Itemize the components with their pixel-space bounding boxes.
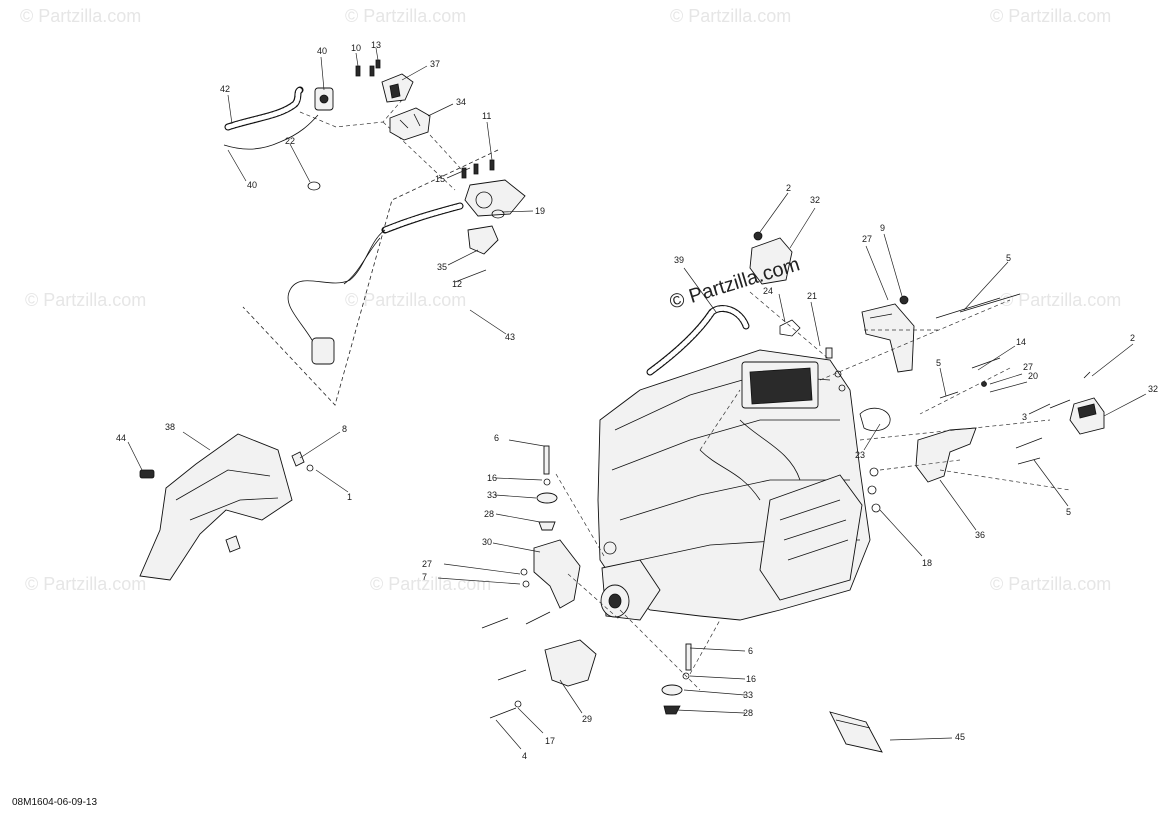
callout-16-bottom: 16	[746, 674, 756, 684]
assembly-outline-43b	[242, 149, 499, 406]
alignment-lines	[555, 291, 1071, 691]
callout-37: 37	[430, 59, 440, 69]
callout-1: 1	[347, 492, 352, 502]
diagram-code: 08M1604-06-09-13	[12, 797, 98, 808]
callout-15: 15	[435, 174, 445, 184]
callout-21: 21	[807, 291, 817, 301]
housing-34	[389, 107, 431, 141]
callout-14: 14	[1016, 337, 1026, 347]
bracket-38	[139, 433, 314, 581]
callout-11: 11	[482, 111, 491, 121]
callout-6-left: 6	[494, 433, 499, 443]
watermark: © Partzilla.com	[1000, 290, 1121, 310]
callout-3: 3	[1022, 412, 1027, 422]
watermark: © Partzilla.com	[670, 6, 791, 26]
callout-18: 18	[922, 558, 932, 568]
watermark: © Partzilla.com	[990, 574, 1111, 594]
callout-32-right: 32	[1148, 384, 1158, 394]
watermark: © Partzilla.com	[345, 6, 466, 26]
watermark: © Partzilla.com	[20, 6, 141, 26]
bolt-set-right	[753, 231, 1091, 465]
bracket-36	[915, 427, 977, 483]
callout-24: 24	[763, 286, 773, 296]
callout-22: 22	[285, 136, 295, 146]
callout-40-bottom: 40	[247, 180, 257, 190]
callout-5-right: 5	[1066, 507, 1071, 517]
callout-30: 30	[482, 537, 492, 547]
bracket-37	[381, 73, 414, 103]
clamp-22	[307, 181, 321, 191]
callout-38: 38	[165, 422, 175, 432]
callout-2-right: 2	[1130, 333, 1135, 343]
callout-34: 34	[456, 97, 466, 107]
watermark: © Partzilla.com	[345, 290, 466, 310]
callout-5-top: 5	[1006, 253, 1011, 263]
callout-29: 29	[582, 714, 592, 724]
callout-23: 23	[855, 450, 865, 460]
callout-20: 20	[1028, 371, 1038, 381]
callout-44: 44	[116, 433, 126, 443]
callout-16-left: 16	[487, 473, 497, 483]
watermark-layer: © Partzilla.com © Partzilla.com © Partzi…	[20, 6, 1121, 594]
callout-32-top: 32	[810, 195, 820, 205]
watermark: © Partzilla.com	[990, 6, 1111, 26]
callout-42: 42	[220, 84, 230, 94]
callout-9: 9	[880, 223, 885, 233]
callout-27-right: 27	[1023, 362, 1033, 372]
callout-33-left: 33	[487, 490, 497, 500]
breather-hose-39	[646, 305, 750, 376]
watermark: © Partzilla.com	[25, 290, 146, 310]
callout-2-top: 2	[786, 183, 791, 193]
pin-21	[825, 347, 833, 359]
engine-mount-32-upper	[749, 237, 793, 285]
callout-33-bottom: 33	[743, 690, 753, 700]
engine-mount-32-right	[1069, 397, 1105, 435]
callout-39: 39	[674, 255, 684, 265]
label-45	[829, 711, 883, 753]
bolt-set-upper	[355, 59, 495, 179]
callout-19: 19	[535, 206, 545, 216]
callout-12: 12	[452, 279, 462, 289]
callout-4: 4	[522, 751, 527, 761]
callout-36: 36	[975, 530, 985, 540]
mount-stack-bottom	[661, 643, 692, 715]
leader-lines	[127, 47, 1147, 750]
callout-numbers: 40 10 13 37 42 34 11 22 40 15 19 35 12 4…	[116, 40, 1158, 761]
seal-ring-23	[859, 407, 891, 432]
callout-45: 45	[955, 732, 965, 742]
callout-13: 13	[371, 40, 381, 50]
engine-block	[597, 349, 871, 621]
engine-mount-29	[489, 639, 597, 719]
callout-6-bottom: 6	[748, 646, 753, 656]
partzilla-watermark: © Partzilla.com	[667, 253, 802, 313]
bracket-upper-right	[861, 303, 915, 373]
watermark: © Partzilla.com	[25, 574, 146, 594]
callout-17: 17	[545, 736, 555, 746]
callout-28-bottom: 28	[743, 708, 753, 718]
callout-35: 35	[437, 262, 447, 272]
callout-10: 10	[351, 43, 361, 53]
callout-28-left: 28	[484, 509, 494, 519]
callout-5-mid: 5	[936, 358, 941, 368]
callout-27-top: 27	[862, 234, 872, 244]
callout-8: 8	[342, 424, 347, 434]
callout-27-left: 27	[422, 559, 432, 569]
callout-40-top: 40	[317, 46, 327, 56]
watermark: © Partzilla.com	[370, 574, 491, 594]
seal-ring-24	[779, 319, 801, 337]
callout-43: 43	[505, 332, 515, 342]
throttle-body-assembly	[287, 179, 526, 365]
mount-stack-left	[481, 445, 581, 629]
callout-7: 7	[422, 572, 427, 582]
